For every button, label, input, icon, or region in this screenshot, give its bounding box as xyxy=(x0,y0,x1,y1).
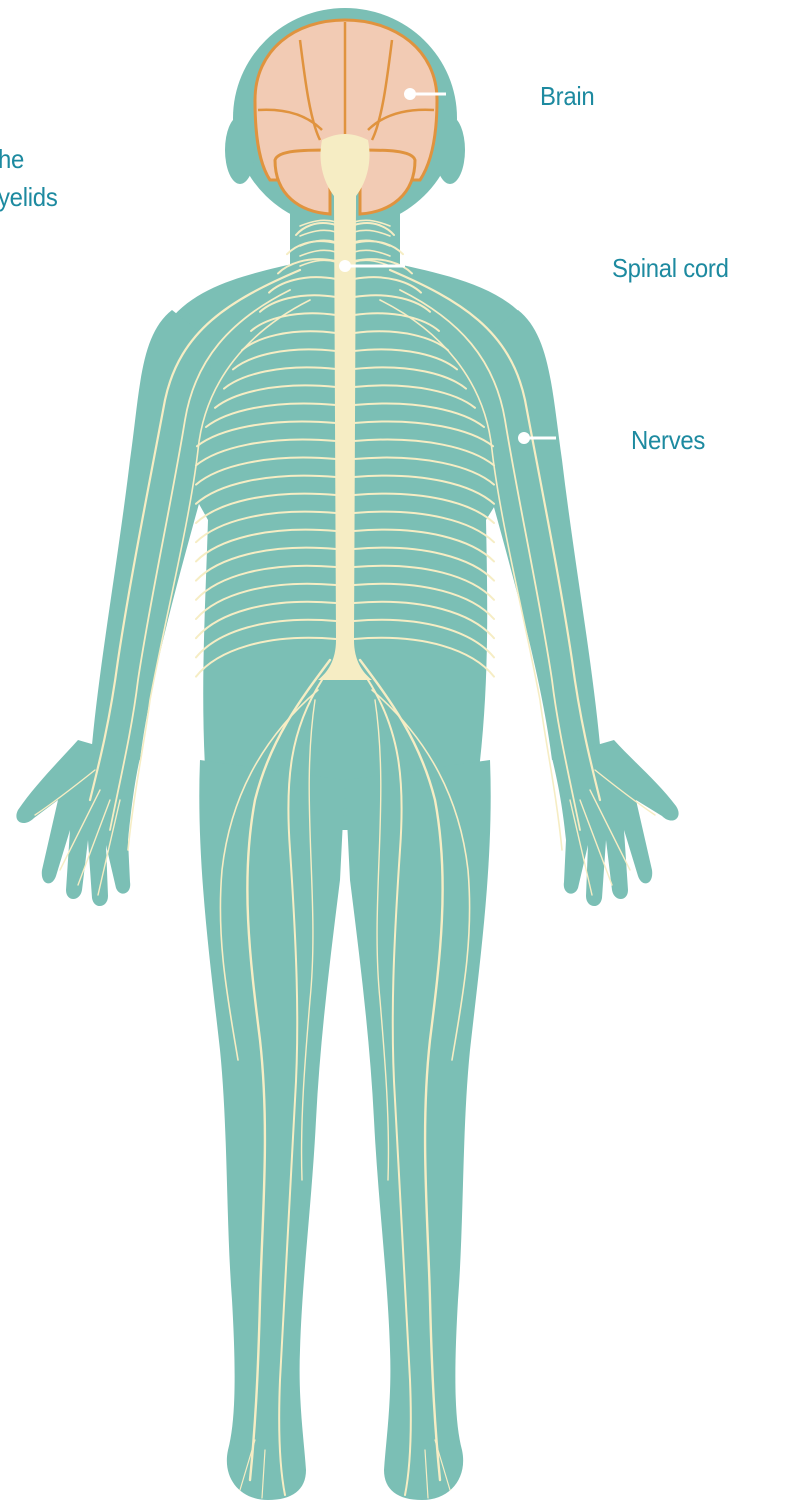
left-ear xyxy=(225,116,255,184)
right-hand xyxy=(552,740,679,906)
spinal-cord-leader-dot xyxy=(339,260,351,272)
right-ear xyxy=(435,116,465,184)
label-cut-off-line-1: he xyxy=(0,140,58,178)
brain xyxy=(255,20,437,214)
nerves-leader-dot xyxy=(518,432,530,444)
label-cut-off-line-2: yelids xyxy=(0,178,58,216)
brain-leader-dot xyxy=(404,88,416,100)
label-nerves: Nerves xyxy=(631,424,705,456)
left-hand xyxy=(16,740,140,906)
right-arm xyxy=(480,310,601,760)
label-cut-off-text: he yelids xyxy=(0,140,58,216)
label-spinal-cord: Spinal cord xyxy=(612,252,729,284)
label-brain: Brain xyxy=(540,80,594,112)
